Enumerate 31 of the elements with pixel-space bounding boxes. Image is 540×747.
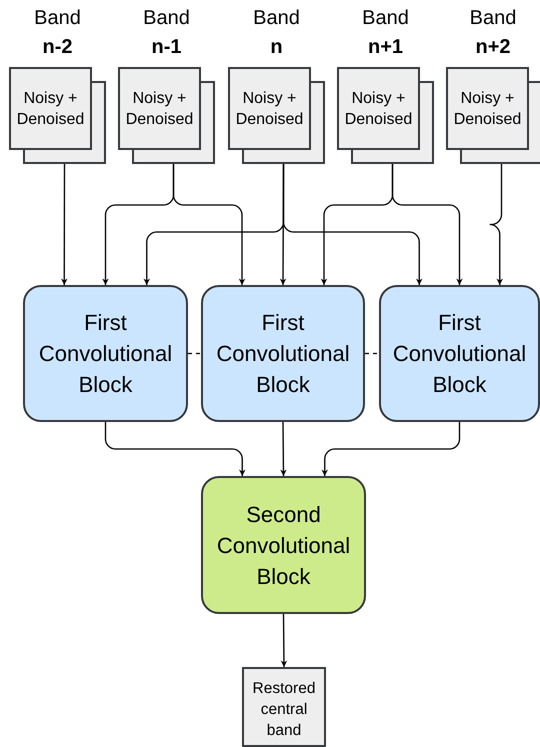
box-text: First Convolutional Block (38, 309, 174, 399)
dashed-connector (365, 352, 379, 354)
arrow (104, 422, 246, 476)
arrow (280, 614, 288, 667)
arrow (172, 164, 246, 285)
process-box (23, 285, 188, 422)
box-text: Restored central band (252, 679, 316, 741)
arrow (392, 164, 463, 285)
band-label: Band n-2 (33, 6, 82, 60)
arrow (489, 164, 503, 285)
arrow (282, 164, 422, 285)
box-text: Noisy + Denoised (234, 88, 304, 130)
box-text: First Convolutional Block (392, 309, 528, 399)
box-text: Noisy + Denoised (344, 88, 414, 130)
box-text: Noisy + Denoised (452, 88, 522, 130)
arrow (61, 164, 68, 285)
arrow (322, 422, 460, 476)
band-label: Band n+1 (361, 6, 410, 60)
arrow (280, 422, 287, 476)
box-text: First Convolutional Block (215, 309, 351, 399)
box-text: Noisy + Denoised (16, 88, 86, 130)
box-text: Noisy + Denoised (124, 88, 194, 130)
box-text: Second Convolutional Block (216, 500, 352, 590)
dashed-connector (188, 352, 201, 354)
output-box (242, 667, 326, 747)
process-box (201, 285, 365, 422)
process-box (201, 476, 366, 614)
process-box (379, 285, 540, 422)
band-label: Band n (252, 6, 301, 60)
band-label: Band n+2 (468, 6, 518, 60)
band-label: Band n-1 (142, 6, 191, 60)
